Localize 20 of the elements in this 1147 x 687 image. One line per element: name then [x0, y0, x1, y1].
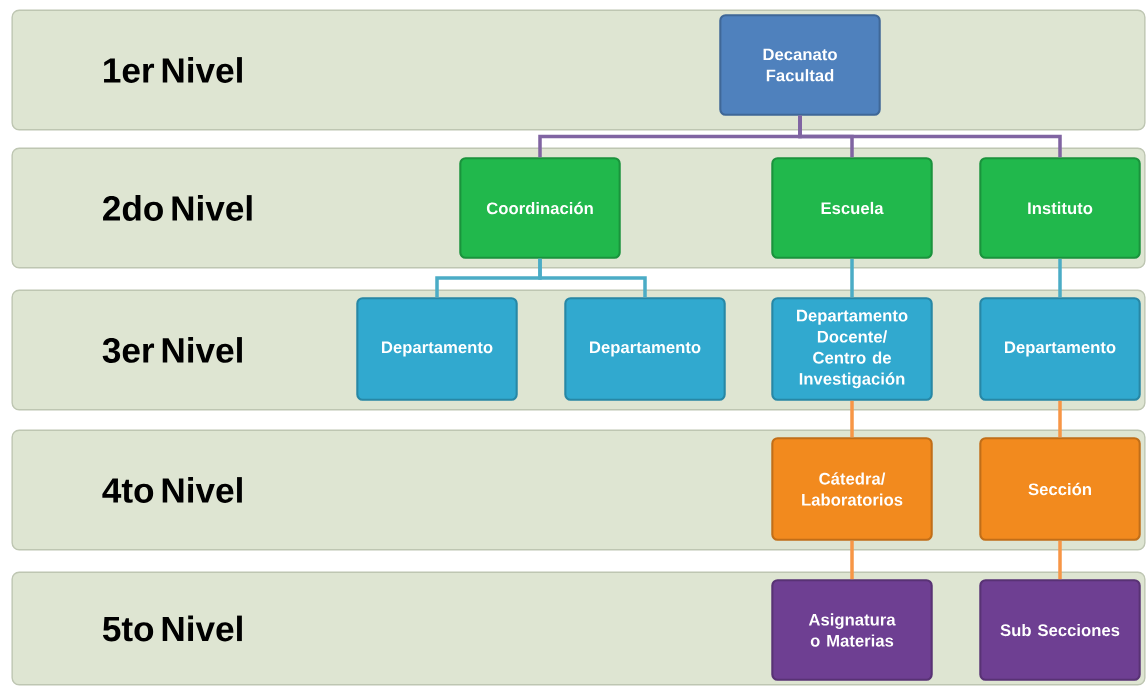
- org-box: Sub Secciones: [979, 579, 1141, 681]
- org-box: Cátedra/ Laboratorios: [771, 437, 933, 541]
- org-box: Instituto: [979, 157, 1141, 259]
- connector-line: [1058, 540, 1062, 580]
- connector-line: [850, 400, 854, 438]
- connector-line: [1058, 400, 1062, 438]
- org-box: Departamento: [356, 297, 518, 401]
- org-box: Sección: [979, 437, 1141, 541]
- connector-line: [1058, 258, 1062, 298]
- org-box: Coordinación: [459, 157, 621, 259]
- connector-line: [850, 540, 854, 580]
- org-box: Decanato Facultad: [719, 14, 881, 116]
- org-box: Departamento: [979, 297, 1141, 401]
- org-box: Departamento Docente/ Centro de Investigación: [771, 297, 933, 401]
- org-box: Departamento: [564, 297, 726, 401]
- connector-line: [798, 115, 1062, 158]
- org-box: Escuela: [771, 157, 933, 259]
- connector-line: [538, 258, 647, 298]
- org-box: Asignatura o Materias: [771, 579, 933, 681]
- connector-line: [850, 258, 854, 298]
